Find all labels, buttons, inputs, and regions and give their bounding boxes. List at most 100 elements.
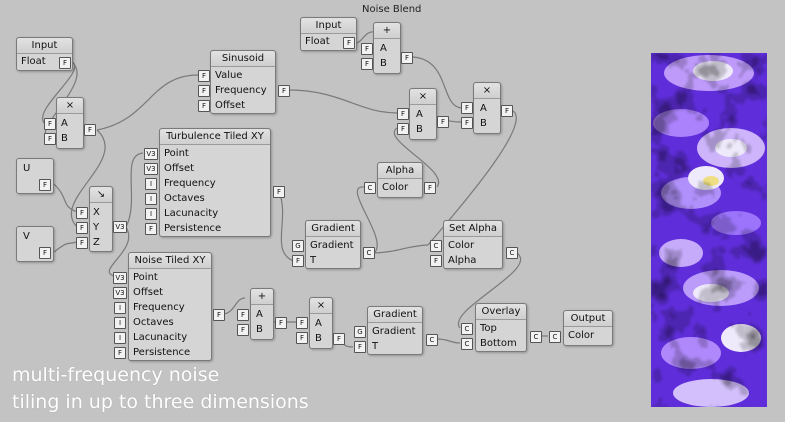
float-input-port[interactable]: F [76, 222, 88, 234]
float-input-port[interactable]: F [397, 108, 409, 120]
int-input-port[interactable]: I [114, 332, 126, 344]
node-title: Turbulence Tiled XY [160, 129, 270, 145]
float-input-port[interactable]: F [44, 133, 56, 145]
input-label: Bottom [480, 338, 517, 349]
int-input-port[interactable]: I [114, 317, 126, 329]
color-input-port[interactable]: C [364, 182, 376, 194]
float-output-port[interactable]: F [343, 37, 355, 49]
float-input-port[interactable]: F [198, 70, 210, 82]
float-input-port[interactable]: F [361, 43, 373, 55]
float-input-port[interactable]: F [292, 255, 304, 267]
float-output-port[interactable]: F [39, 247, 51, 259]
color-output-port[interactable]: C [530, 331, 542, 343]
float-input-port[interactable]: F [237, 309, 249, 321]
gradient-node[interactable]: Gradient Gradient T [367, 306, 423, 355]
float-output-port[interactable]: F [278, 85, 290, 97]
node-title: Set Alpha [444, 221, 502, 237]
input-label: X [93, 207, 100, 218]
wire [278, 190, 294, 262]
wire [393, 127, 440, 188]
float-input-port[interactable]: F [361, 58, 373, 70]
noise-preview-image [651, 53, 767, 407]
wire [108, 226, 130, 277]
alpha-node[interactable]: Alpha Color [377, 162, 423, 198]
input-label: Point [164, 148, 189, 159]
float-output-port[interactable]: F [401, 52, 413, 64]
add-node[interactable]: + A B [373, 22, 401, 74]
float-input-port[interactable]: F [461, 102, 473, 114]
input-label: A [61, 118, 68, 129]
graph-title: Noise Blend [362, 4, 422, 15]
vector-input-port[interactable]: V3 [113, 287, 127, 299]
gradient-node[interactable]: Gradient Gradient T [305, 220, 361, 269]
float-input-port[interactable]: F [114, 347, 126, 359]
color-input-port[interactable]: C [461, 338, 473, 350]
color-input-port[interactable]: C [461, 323, 473, 335]
float-output-port[interactable]: F [84, 124, 96, 136]
float-input-port[interactable]: F [198, 85, 210, 97]
multiply-icon: × [310, 298, 332, 314]
float-input-port[interactable]: F [198, 100, 210, 112]
color-input-port[interactable]: C [430, 240, 442, 252]
float-input-port[interactable]: F [430, 255, 442, 267]
int-input-port[interactable]: I [145, 193, 157, 205]
multiply-node[interactable]: × A B [409, 88, 437, 140]
vector-compose-node[interactable]: ↘ X Y Z [89, 186, 113, 252]
float-input-port[interactable]: F [461, 117, 473, 129]
u-coordinate-node[interactable]: U F [16, 158, 54, 194]
vector-input-port[interactable]: V3 [113, 272, 127, 284]
sinusoid-node[interactable]: Sinusoid Value Frequency Offset [210, 50, 276, 114]
float-input-port[interactable]: F [296, 332, 308, 344]
input-node[interactable]: Input Float F [16, 37, 73, 71]
node-title: Gradient [368, 307, 422, 323]
int-input-port[interactable]: I [145, 178, 157, 190]
float-output-port[interactable]: F [333, 333, 345, 345]
float-output-port[interactable]: F [424, 182, 436, 194]
multiply-node[interactable]: × A B [473, 82, 501, 134]
input-label: Y [93, 222, 100, 233]
color-output-port[interactable]: C [363, 247, 375, 259]
float-input-port[interactable]: F [237, 324, 249, 336]
multiply-node[interactable]: × A B [56, 97, 84, 149]
overlay-node[interactable]: Overlay Top Bottom [475, 303, 527, 352]
node-title: Overlay [476, 304, 526, 320]
output-label: Float [21, 56, 46, 67]
vector-output-port[interactable]: V3 [113, 221, 127, 233]
vector-input-port[interactable]: V3 [144, 163, 158, 175]
float-output-port[interactable]: F [501, 105, 513, 117]
v-coordinate-node[interactable]: V F [16, 226, 54, 262]
input-node[interactable]: Input Float F [300, 17, 357, 51]
set-alpha-node[interactable]: Set Alpha Color Alpha [443, 220, 503, 269]
color-input-port[interactable]: C [549, 331, 561, 343]
input-label: B [416, 124, 423, 135]
float-output-port[interactable]: F [213, 309, 225, 321]
node-title: Input [301, 18, 356, 34]
add-node[interactable]: + A B [250, 288, 274, 340]
float-output-port[interactable]: F [437, 116, 449, 128]
input-label: B [61, 133, 68, 144]
turbulence-tiled-xy-node[interactable]: Turbulence Tiled XY Point Offset Frequen… [159, 128, 271, 237]
color-output-port[interactable]: C [426, 334, 438, 346]
float-input-port[interactable]: F [145, 223, 157, 235]
color-output-port[interactable]: C [506, 247, 518, 259]
int-input-port[interactable]: I [145, 208, 157, 220]
multiply-node[interactable]: × A B [309, 297, 333, 349]
gradient-input-port[interactable]: G [354, 326, 366, 338]
float-input-port[interactable]: F [76, 207, 88, 219]
int-input-port[interactable]: I [114, 302, 126, 314]
float-output-port[interactable]: F [273, 186, 285, 198]
float-input-port[interactable]: F [296, 317, 308, 329]
float-input-port[interactable]: F [397, 123, 409, 135]
float-input-port[interactable]: F [44, 118, 56, 130]
gradient-input-port[interactable]: G [292, 240, 304, 252]
float-output-port[interactable]: F [39, 179, 51, 191]
input-label: Color [382, 182, 409, 193]
vector-input-port[interactable]: V3 [144, 148, 158, 160]
float-input-port[interactable]: F [76, 237, 88, 249]
output-node[interactable]: Output Color [563, 310, 613, 346]
wire [457, 252, 521, 329]
float-output-port[interactable]: F [59, 57, 71, 69]
float-input-port[interactable]: F [354, 341, 366, 353]
float-output-port[interactable]: F [275, 317, 287, 329]
noise-tiled-xy-node[interactable]: Noise Tiled XY Point Offset Frequency Oc… [128, 252, 212, 361]
